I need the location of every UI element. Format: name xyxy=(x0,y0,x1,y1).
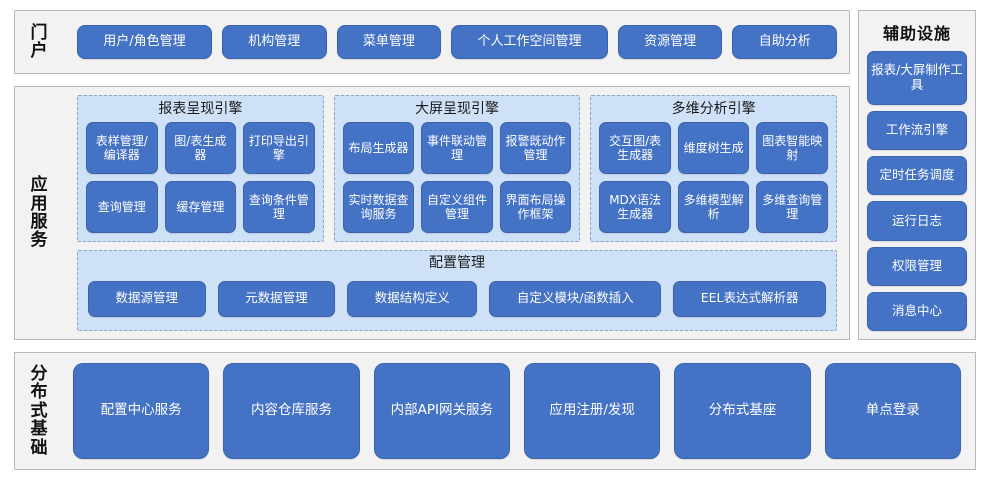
dist-item-internal-api-gateway-service[interactable]: 内部API网关服务 xyxy=(373,363,510,459)
node-layout-generator[interactable]: 布局生成器 xyxy=(342,122,415,175)
dist-item-app-registration-discovery[interactable]: 应用注册/发现 xyxy=(523,363,661,459)
node-alarm-action-management[interactable]: 报警既动作管理 xyxy=(499,122,572,175)
engine-group-report-items: 表样管理/编译器 图/表生成器 打印导出引擎 查询管理 缓存管理 查询条件管理 xyxy=(86,122,315,233)
node-data-structure-definition[interactable]: 数据结构定义 xyxy=(347,280,478,317)
dist-item-config-center-service[interactable]: 配置中心服务 xyxy=(73,363,210,459)
node-multidimensional-query-management[interactable]: 多维查询管理 xyxy=(756,181,828,233)
portal-item-resource-management[interactable]: 资源管理 xyxy=(617,25,723,59)
engine-group-report-title: 报表呈现引擎 xyxy=(158,101,243,117)
engine-group-multidimensional-title: 多维分析引擎 xyxy=(671,101,756,117)
distributed-foundation-item-list: 配置中心服务 内容仓库服务 内部API网关服务 应用注册/发现 分布式基座 单点… xyxy=(73,363,961,459)
aux-item-runtime-log[interactable]: 运行日志 xyxy=(867,201,967,241)
portal-section: 门 户 用户/角色管理 机构管理 菜单管理 个人工作空间管理 资源管理 自助分析 xyxy=(14,10,850,74)
engine-group-bigscreen: 大屏呈现引擎 布局生成器 事件联动管理 报警既动作管理 实时数据查询服务 自定义… xyxy=(333,95,581,242)
engine-group-multidimensional-items: 交互图/表生成器 维度树生成 图表智能映射 MDX语法生成器 多维模型解析 多维… xyxy=(599,122,828,233)
node-print-export-engine[interactable]: 打印导出引擎 xyxy=(243,122,315,175)
auxiliary-facilities-section: 辅助设施 报表/大屏制作工具 工作流引擎 定时任务调度 运行日志 权限管理 消息… xyxy=(858,10,976,340)
distributed-foundation-section-label-text: 分 布 式 基 础 xyxy=(30,364,48,458)
node-chart-intelligent-mapping[interactable]: 图表智能映射 xyxy=(756,122,828,175)
portal-item-menu-management[interactable]: 菜单管理 xyxy=(336,25,442,59)
node-datasource-management[interactable]: 数据源管理 xyxy=(88,280,206,317)
node-metadata-management[interactable]: 元数据管理 xyxy=(217,280,336,317)
config-management-title: 配置管理 xyxy=(429,255,485,271)
aux-item-report-bigscreen-authoring-tool[interactable]: 报表/大屏制作工具 xyxy=(867,51,967,105)
application-service-section: 应 用 服 务 报表呈现引擎 表样管理/编译器 图/表生成器 打印导出引擎 查询… xyxy=(14,86,850,340)
auxiliary-facilities-item-list: 报表/大屏制作工具 工作流引擎 定时任务调度 运行日志 权限管理 消息中心 xyxy=(867,51,967,331)
portal-item-self-service-analysis[interactable]: 自助分析 xyxy=(732,25,838,59)
node-eel-expression-parser[interactable]: EEL表达式解析器 xyxy=(673,280,826,317)
dist-item-single-sign-on[interactable]: 单点登录 xyxy=(824,363,961,459)
portal-section-label: 门 户 xyxy=(15,11,63,73)
distributed-foundation-section: 分 布 式 基 础 配置中心服务 内容仓库服务 内部API网关服务 应用注册/发… xyxy=(14,352,976,470)
auxiliary-facilities-title: 辅助设施 xyxy=(882,24,951,43)
engine-group-row: 报表呈现引擎 表样管理/编译器 图/表生成器 打印导出引擎 查询管理 缓存管理 … xyxy=(77,95,838,242)
config-management-items: 数据源管理 元数据管理 数据结构定义 自定义模块/函数插入 EEL表达式解析器 xyxy=(88,276,826,321)
aux-item-permission-management[interactable]: 权限管理 xyxy=(867,246,967,286)
portal-item-list: 用户/角色管理 机构管理 菜单管理 个人工作空间管理 资源管理 自助分析 xyxy=(77,11,838,73)
portal-section-label-text: 门 户 xyxy=(30,22,48,61)
node-multidimensional-model-parsing[interactable]: 多维模型解析 xyxy=(677,181,750,233)
dist-item-distributed-base[interactable]: 分布式基座 xyxy=(674,363,811,459)
aux-item-workflow-engine[interactable]: 工作流引擎 xyxy=(867,110,967,151)
engine-group-bigscreen-title: 大屏呈现引擎 xyxy=(415,101,499,117)
node-mdx-syntax-generator[interactable]: MDX语法生成器 xyxy=(599,181,671,233)
aux-item-message-center[interactable]: 消息中心 xyxy=(867,291,967,331)
engine-group-multidimensional: 多维分析引擎 交互图/表生成器 维度树生成 图表智能映射 MDX语法生成器 多维… xyxy=(590,95,838,242)
portal-item-user-role-management[interactable]: 用户/角色管理 xyxy=(77,25,212,59)
node-custom-component-management[interactable]: 自定义组件管理 xyxy=(421,181,493,233)
portal-item-personal-workspace-management[interactable]: 个人工作空间管理 xyxy=(451,25,608,59)
node-template-management-compiler[interactable]: 表样管理/编译器 xyxy=(86,122,158,175)
node-interactive-chart-table-generator[interactable]: 交互图/表生成器 xyxy=(599,122,671,175)
application-service-section-label-text: 应 用 服 务 xyxy=(30,175,48,251)
node-event-linkage-management[interactable]: 事件联动管理 xyxy=(421,122,493,175)
node-custom-module-function-insert[interactable]: 自定义模块/函数插入 xyxy=(489,280,662,317)
node-ui-layout-operation-framework[interactable]: 界面布局操作框架 xyxy=(499,181,572,233)
node-dimension-tree-generation[interactable]: 维度树生成 xyxy=(677,122,750,175)
node-chart-table-generator[interactable]: 图/表生成器 xyxy=(164,122,237,175)
node-query-condition-management[interactable]: 查询条件管理 xyxy=(243,181,315,233)
application-service-content: 报表呈现引擎 表样管理/编译器 图/表生成器 打印导出引擎 查询管理 缓存管理 … xyxy=(77,95,838,331)
engine-group-report: 报表呈现引擎 表样管理/编译器 图/表生成器 打印导出引擎 查询管理 缓存管理 … xyxy=(77,95,324,242)
distributed-foundation-section-label: 分 布 式 基 础 xyxy=(15,353,63,469)
portal-item-organization-management[interactable]: 机构管理 xyxy=(221,25,327,59)
aux-item-scheduled-task-scheduling[interactable]: 定时任务调度 xyxy=(867,156,967,196)
node-query-management[interactable]: 查询管理 xyxy=(86,181,158,233)
config-management-group: 配置管理 数据源管理 元数据管理 数据结构定义 自定义模块/函数插入 EEL表达… xyxy=(77,250,837,331)
application-service-section-label: 应 用 服 务 xyxy=(15,87,63,339)
node-cache-management[interactable]: 缓存管理 xyxy=(164,181,237,233)
dist-item-content-repository-service[interactable]: 内容仓库服务 xyxy=(223,363,360,459)
node-realtime-data-query-service[interactable]: 实时数据查询服务 xyxy=(342,181,415,233)
engine-group-bigscreen-items: 布局生成器 事件联动管理 报警既动作管理 实时数据查询服务 自定义组件管理 界面… xyxy=(342,122,572,233)
